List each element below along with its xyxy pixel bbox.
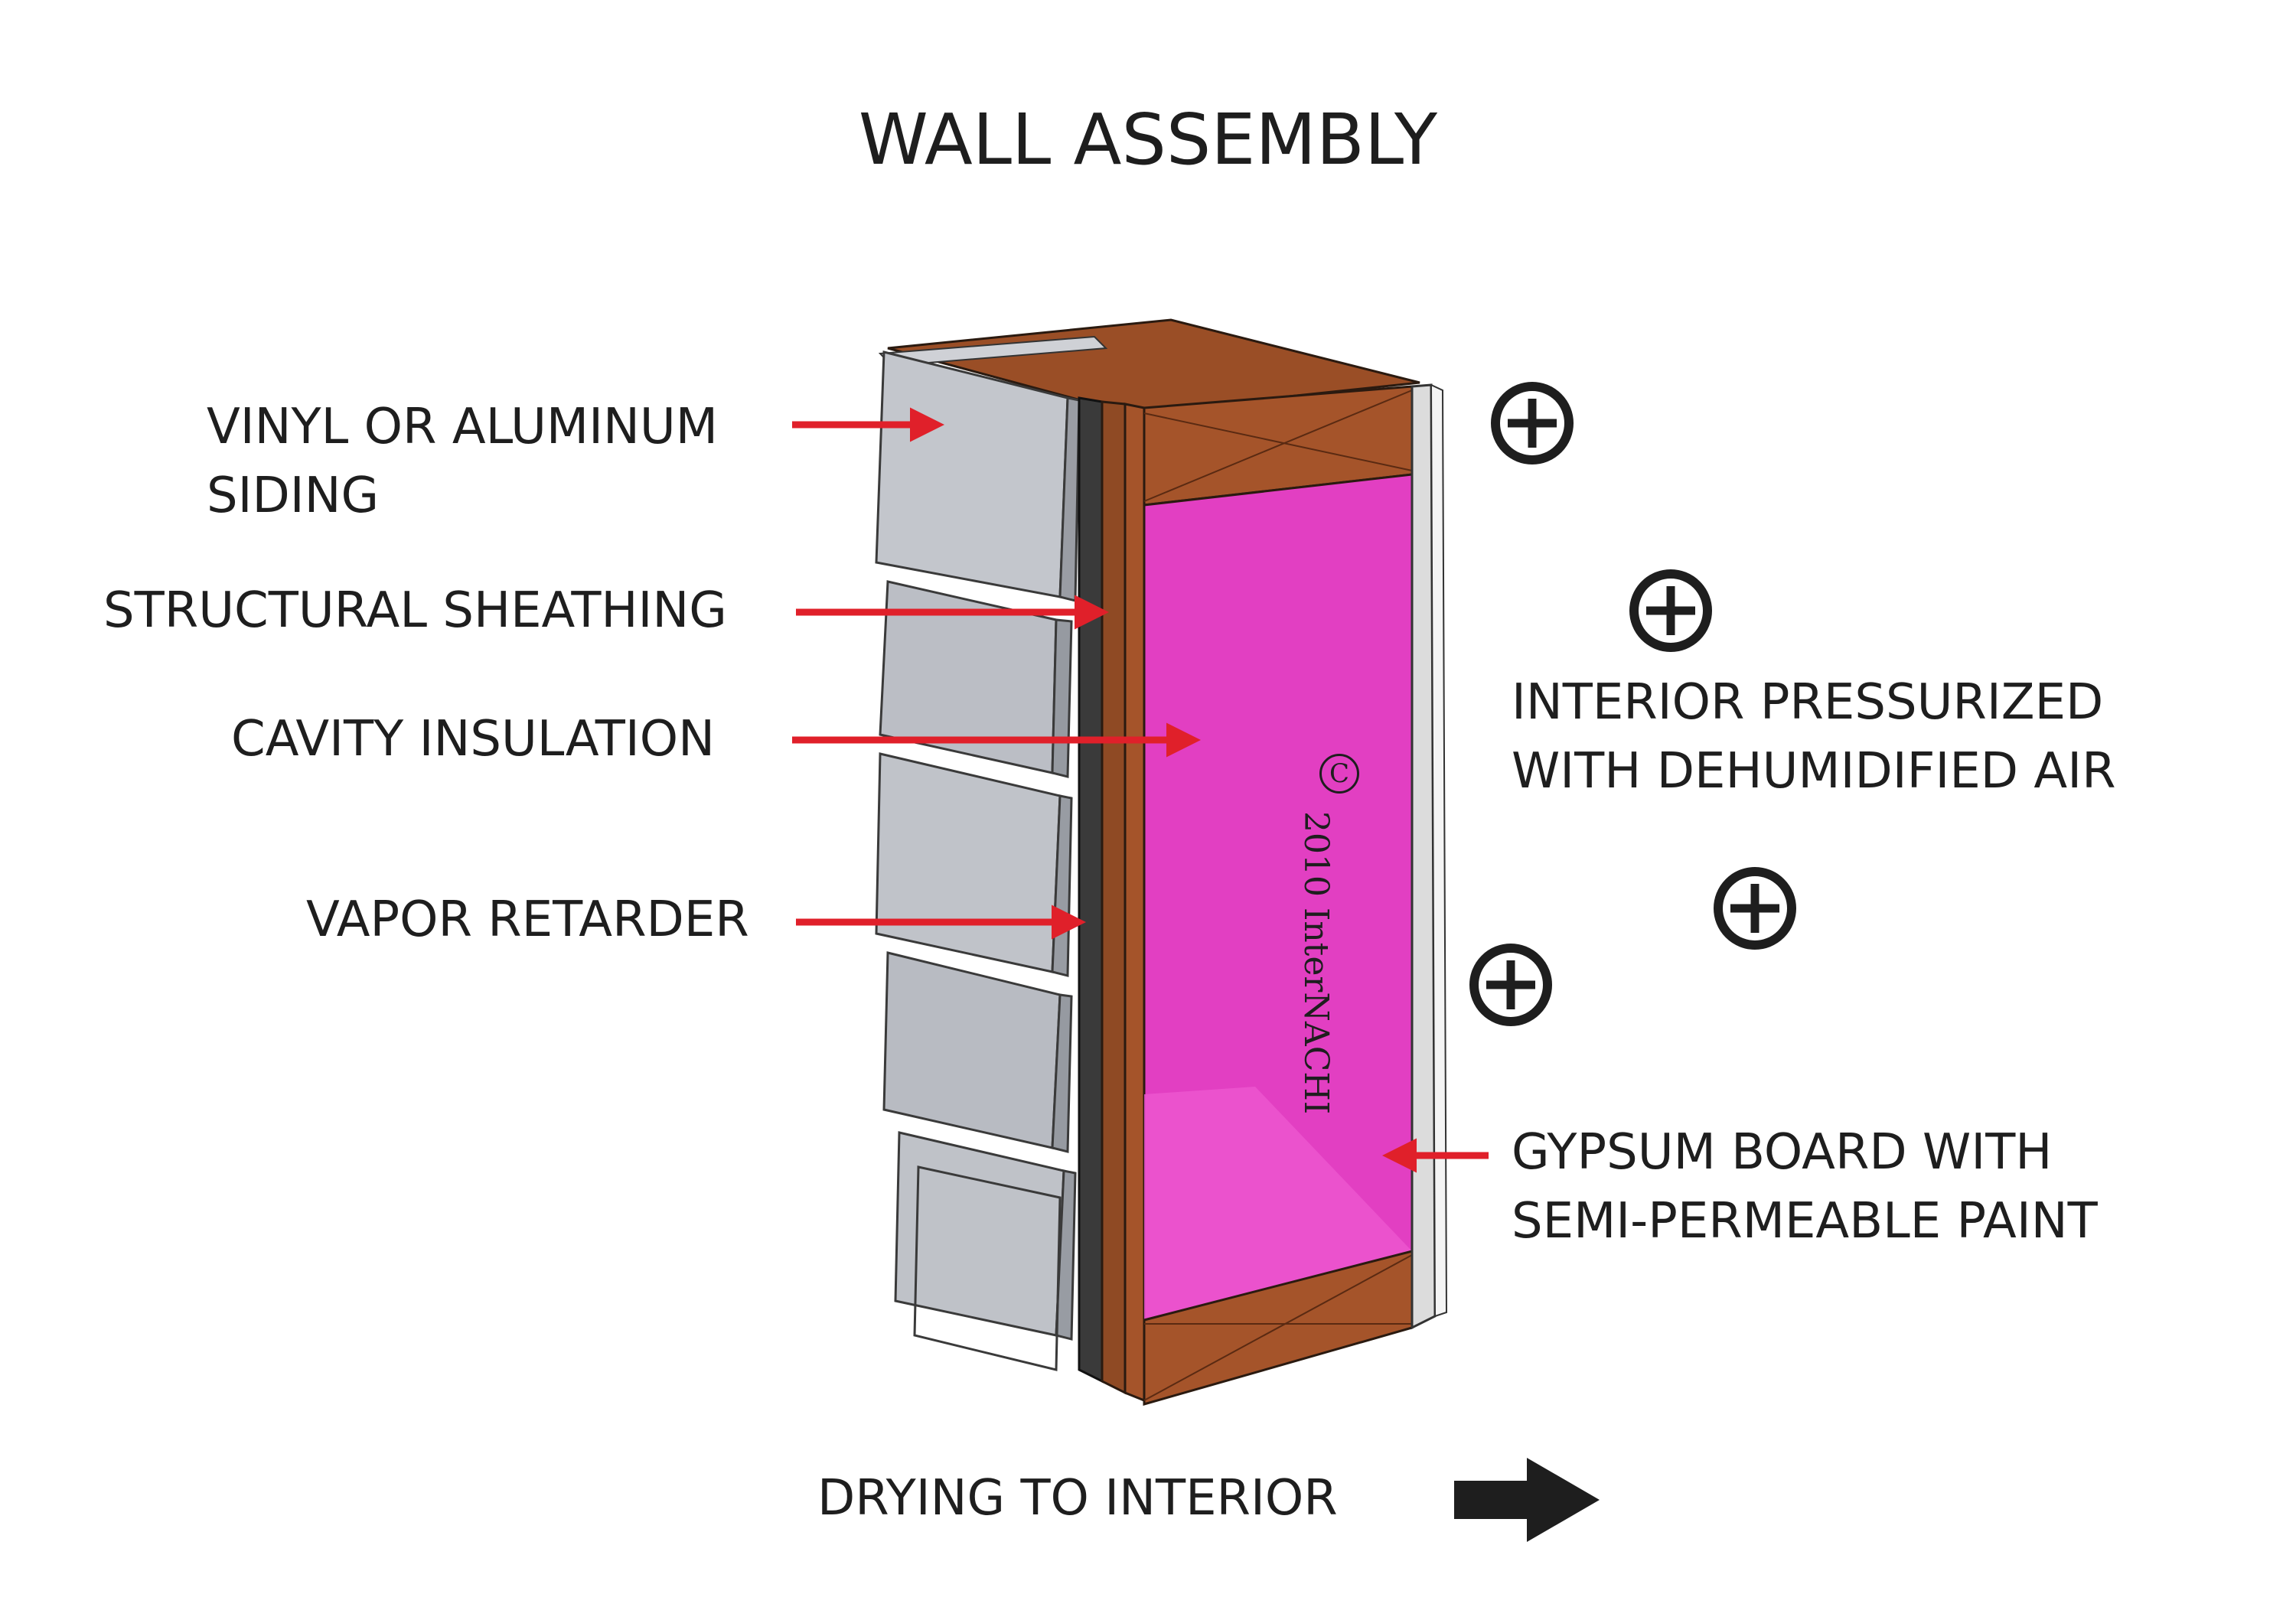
label-interior-line1: INTERIOR PRESSURIZED: [1512, 674, 2104, 731]
label-arrows: [792, 407, 1489, 1173]
label-gypsum-line2: SEMI-PERMEABLE PAINT: [1512, 1193, 2098, 1250]
label-gypsum-line1: GYPSUM BOARD WITH: [1512, 1124, 2053, 1181]
top-plate: [1143, 385, 1414, 507]
wall-top-face: [878, 318, 1420, 415]
label-structural-sheathing: STRUCTURAL SHEATHING: [103, 582, 727, 639]
label-cavity-insulation: CAVITY INSULATION: [231, 711, 715, 768]
copyright-text: 2010 InterNACHI: [1296, 811, 1336, 1115]
label-siding-line2: SIDING: [207, 468, 380, 524]
copyright-icon: C: [1319, 754, 1359, 794]
label-drying-to-interior: DRYING TO INTERIOR: [817, 1470, 1338, 1527]
label-siding-line1: VINYL OR ALUMINUM: [207, 399, 718, 455]
label-interior-line2: WITH DEHUMIDIFIED AIR: [1512, 743, 2116, 800]
plus-circle-icon: [1629, 569, 1712, 652]
plus-circle-icon: [1714, 867, 1796, 950]
structural-sheathing: [1101, 400, 1127, 1395]
cavity-insulation: [1143, 473, 1414, 1322]
vapor-retarder-layer: [1078, 396, 1104, 1384]
black-arrow-icon: [1454, 1458, 1600, 1542]
label-vapor-retarder: VAPOR RETARDER: [306, 892, 749, 948]
stud-edge: [1124, 403, 1146, 1403]
diagram-title: WALL ASSEMBLY: [858, 99, 1438, 181]
pressure-symbols: [1469, 382, 1796, 1026]
plus-circle-icon: [1469, 944, 1552, 1026]
plus-circle-icon: [1491, 382, 1574, 464]
siding: [875, 350, 1081, 1371]
gypsum-board: [1411, 383, 1448, 1330]
